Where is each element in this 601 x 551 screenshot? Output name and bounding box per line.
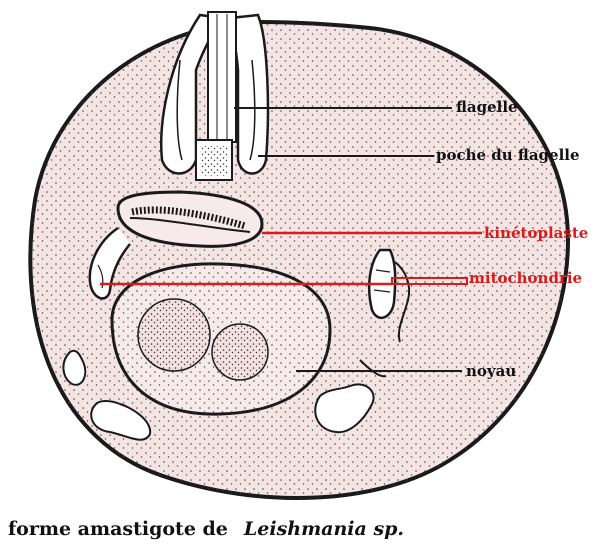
label-flagelle: flagelle xyxy=(456,98,518,116)
label-noyau: noyau xyxy=(466,362,516,380)
figure-caption: forme amastigote de Leishmania sp. xyxy=(8,518,598,546)
caption-genus: Leishmania sp. xyxy=(244,518,404,540)
label-mitochondrie: mitochondrie xyxy=(469,269,582,287)
caption-prefix: forme amastigote de xyxy=(8,518,228,540)
label-kinetoplaste: kinétoplaste xyxy=(484,224,588,242)
label-poche-du-flagelle: poche du flagelle xyxy=(436,146,580,164)
nucleus xyxy=(112,264,330,414)
